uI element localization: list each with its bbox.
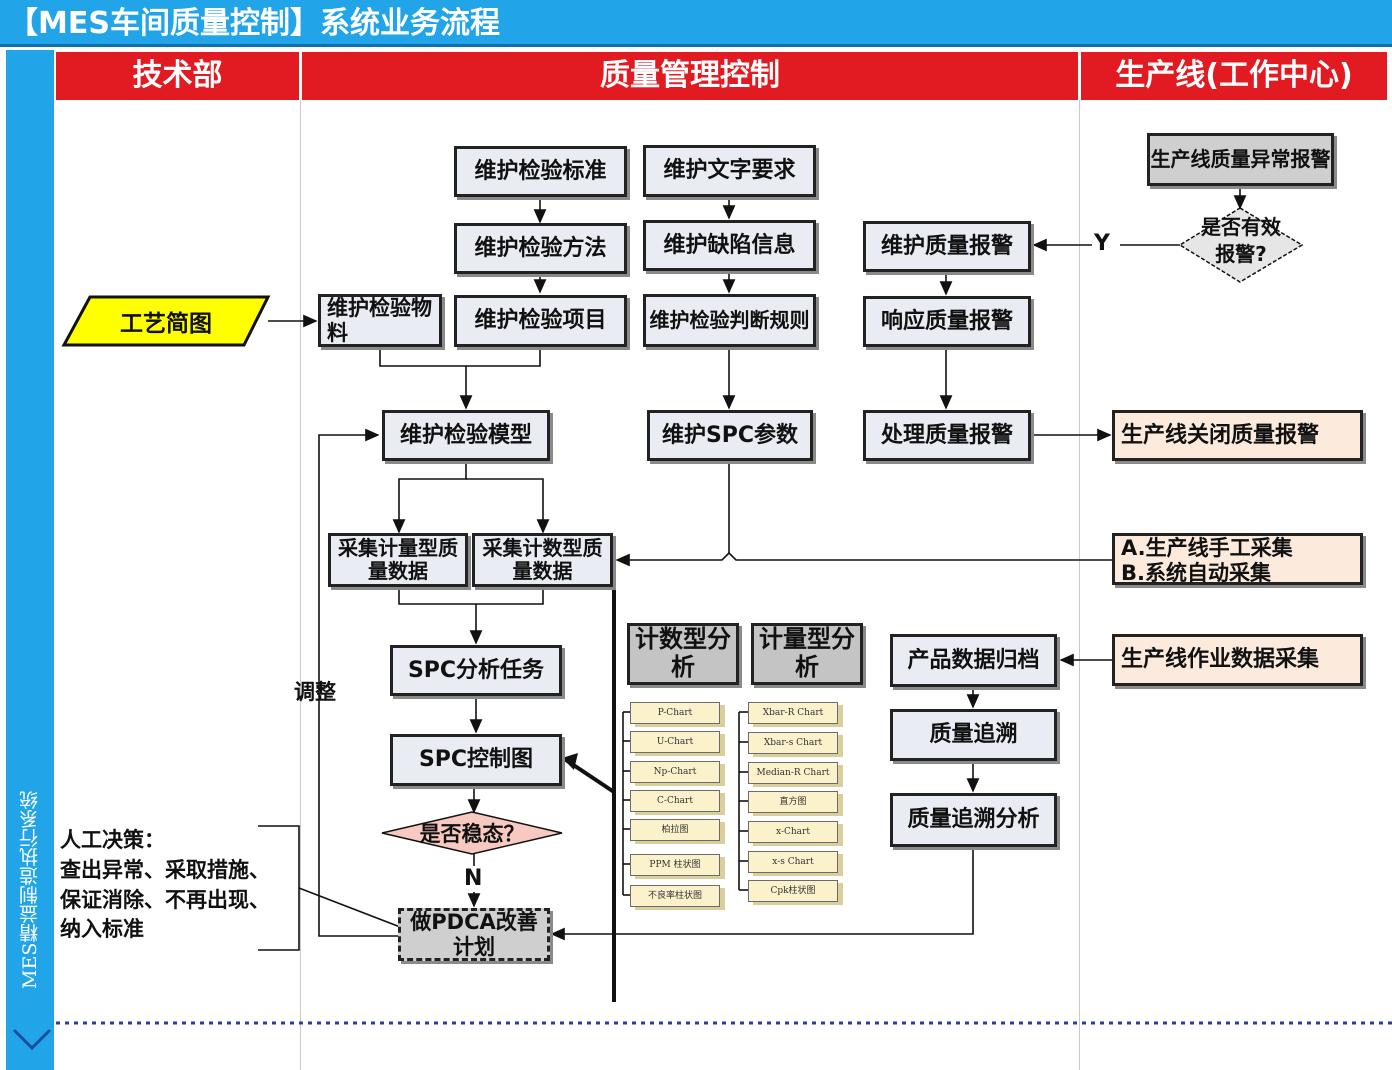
collect-attr-box: 采集计数型质量数据: [472, 533, 613, 587]
var-chart-chip: Cpk柱状图: [748, 880, 838, 902]
spc-task-box: SPC分析任务: [390, 645, 562, 696]
line-data-box: 生产线作业数据采集: [1112, 634, 1363, 686]
page-title: 【MES车间质量控制】系统业务流程: [0, 0, 1392, 47]
attr-chart-chip: U-Chart: [630, 731, 720, 753]
stable-label: 是否稳态？: [419, 822, 525, 846]
attr-chart-chip: Np-Chart: [630, 761, 720, 783]
lane-tech: 技术部: [56, 52, 299, 100]
maint-defect-box: 维护缺陷信息: [643, 220, 816, 271]
valid-alarm-label: 是否有效报警?: [1201, 215, 1281, 266]
lane-quality: 质量管理控制: [302, 52, 1078, 100]
line-close-alarm-box: 生产线关闭质量报警: [1112, 410, 1363, 461]
maint-model-box: 维护检验模型: [382, 410, 550, 461]
var-chart-chip: x-s Chart: [748, 851, 838, 873]
attr-chart-chip: PPM 柱状图: [630, 854, 720, 876]
stable-diamond: [381, 811, 563, 855]
craft-diagram: 工艺简图: [120, 311, 212, 337]
maint-method-box: 维护检验方法: [454, 223, 627, 274]
lane-production: 生产线(工作中心): [1081, 52, 1387, 100]
collect-a-text: A.生产线手工采集: [1121, 536, 1293, 560]
adjust-label: 调整: [294, 680, 336, 704]
lane-divider: [300, 100, 301, 1070]
craft-diagram-shape: [61, 295, 271, 347]
var-chart-chip: 直方图: [748, 791, 838, 813]
valid-alarm-diamond: [1178, 207, 1304, 283]
maint-material-box: 维护检验物料: [318, 294, 442, 347]
maint-alarm-box: 维护质量报警: [863, 221, 1031, 272]
attr-chart-chip: 柏拉图: [630, 819, 720, 841]
collect-method-box: A.生产线手工采集 B.系统自动采集: [1112, 533, 1363, 585]
attr-chart-chip: 不良率柱状图: [630, 885, 720, 907]
decision-note: 人工决策： 查出异常、采取措施、保证消除、不再出现、纳入标准: [60, 828, 270, 942]
lane-divider: [1079, 100, 1080, 1070]
spc-chart-box: SPC控制图: [390, 734, 562, 786]
pdca-box: 做PDCA改善计划: [398, 908, 550, 961]
no-label: N: [464, 866, 483, 891]
collect-var-box: 采集计量型质量数据: [328, 533, 468, 587]
var-chart-chip: x-Chart: [748, 821, 838, 843]
collect-b-text: B.系统自动采集: [1121, 561, 1271, 585]
trace-box: 质量追溯: [890, 709, 1057, 761]
maint-std-box: 维护检验标准: [454, 146, 627, 197]
attr-chart-chip: C-Chart: [630, 790, 720, 812]
var-chart-chip: Median-R Chart: [748, 762, 838, 784]
maint-rule-box: 维护检验判断规则: [643, 294, 816, 347]
trace-analysis-box: 质量追溯分析: [890, 793, 1057, 847]
var-chart-chip: Xbar-R Chart: [748, 702, 838, 724]
maint-item-box: 维护检验项目: [454, 295, 627, 347]
archive-box: 产品数据归档: [890, 634, 1057, 687]
respond-alarm-box: 响应质量报警: [863, 296, 1031, 347]
side-bar: [6, 50, 54, 1070]
attr-chart-chip: P-Chart: [630, 702, 720, 724]
var-chart-chip: Xbar-s Chart: [748, 732, 838, 754]
line-exception-box: 生产线质量异常报警: [1147, 133, 1334, 186]
handle-alarm-box: 处理质量报警: [863, 410, 1031, 461]
attr-analysis-box: 计数型分析: [627, 623, 739, 685]
yes-label: Y: [1094, 231, 1110, 256]
maint-text-box: 维护文字要求: [643, 145, 816, 197]
maint-spc-param-box: 维护SPC参数: [647, 410, 813, 461]
var-analysis-box: 计量型分析: [751, 623, 863, 685]
